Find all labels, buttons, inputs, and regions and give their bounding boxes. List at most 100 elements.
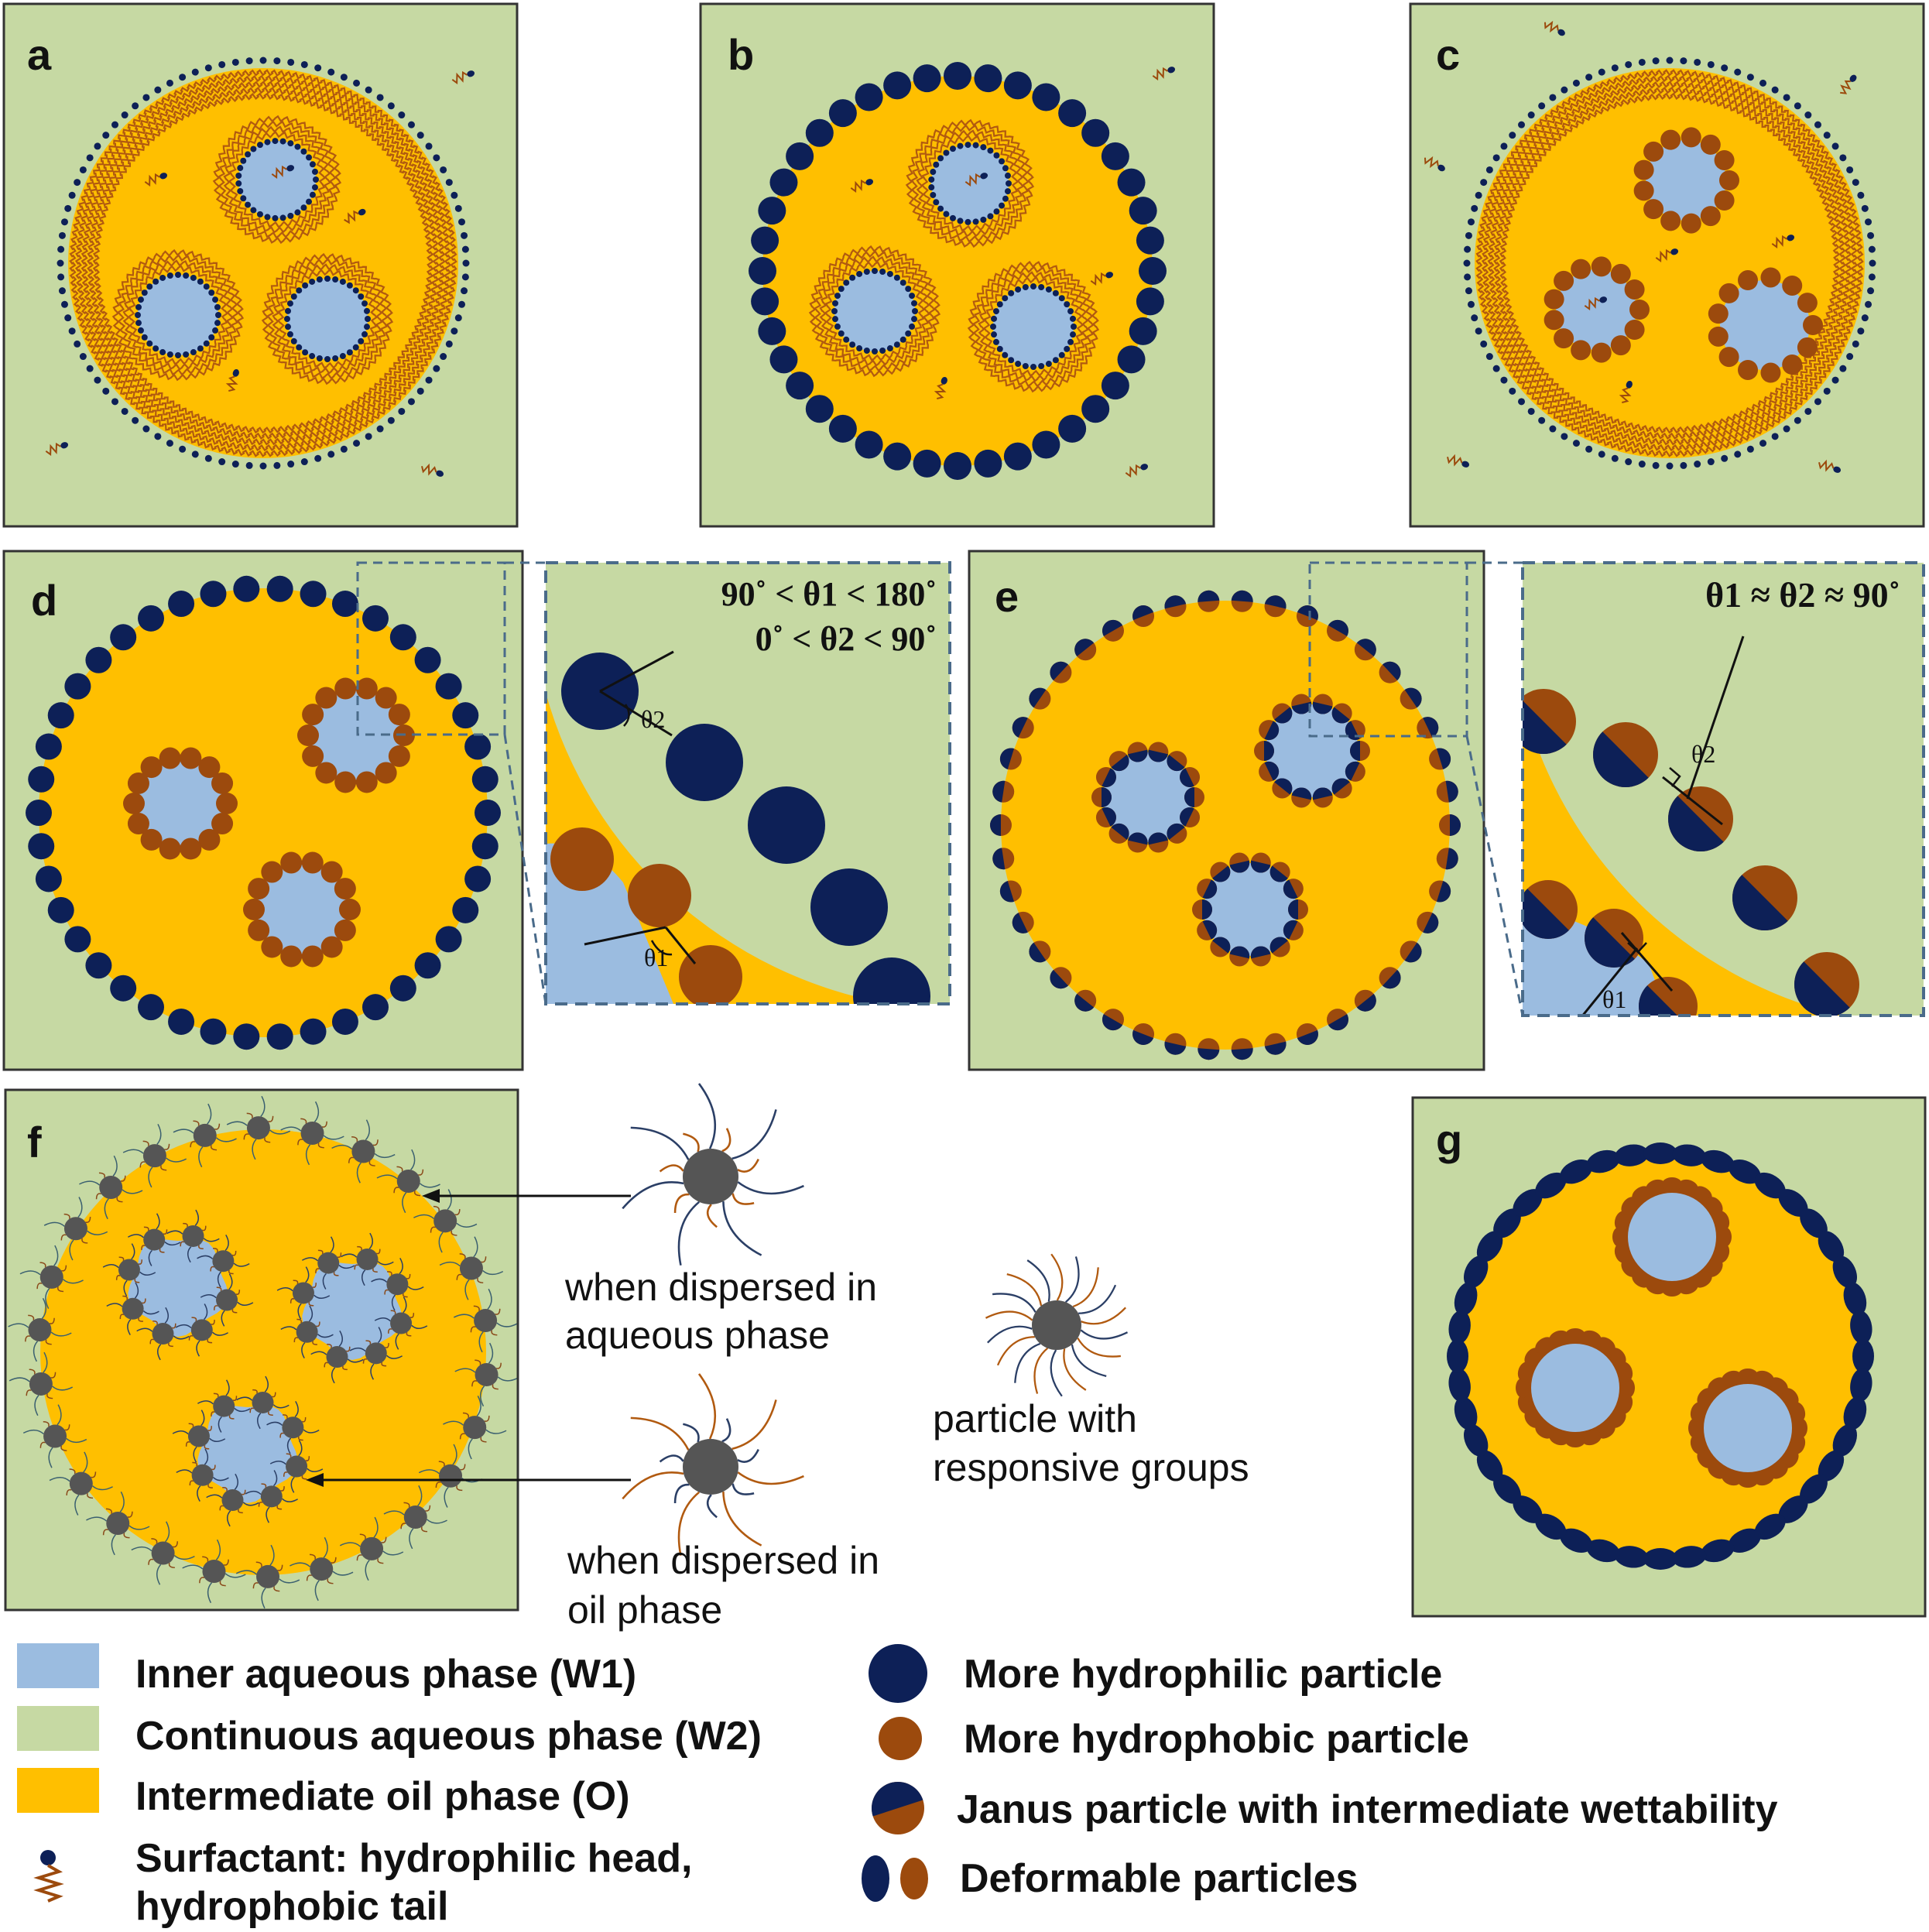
surfactant-head [407,398,415,406]
responsive-particle [173,1103,237,1168]
janus-particle [1102,619,1124,642]
responsive-particle [376,1149,440,1214]
deformable-hydrophobic-particle [1794,1418,1807,1438]
inner-droplets-hydrophobic-particles [123,677,415,968]
surfactant-head [1485,166,1493,173]
responsive-particle [9,1351,74,1416]
surfactant-head [461,245,469,253]
deformable-hydrophobic-particle [1618,1362,1633,1382]
hydrophilic-particle [769,345,798,374]
surfactant-head [245,151,252,158]
surfactant-molecule [1424,156,1445,172]
surfactant-head [1561,86,1568,94]
responsive-particle [290,1536,354,1601]
surfactant-head [94,142,101,150]
janus-particle [1291,787,1312,808]
surfactant-head [987,213,994,220]
deformable-hydrophilic-particle [1643,1142,1677,1164]
hydrophilic-particle [751,287,779,316]
surfactant-head [1004,172,1011,179]
surfactant-head [1831,376,1839,384]
aqueous-caption-line2: aqueous phase [565,1314,830,1357]
free-surfactants [1424,20,1857,473]
deformable-hydrophilic-particle [1800,1474,1828,1504]
hydrophilic-particle [414,646,441,673]
hydrophobic-particle [1554,328,1574,349]
surfactant-head [159,349,166,356]
deformable-hydrophilic-particle [1476,1231,1503,1262]
deformable-hydrophilic-particle [1800,1208,1828,1238]
deformable-hydrophobic-particle [1614,1211,1629,1231]
surfactant-head [259,462,267,470]
hydrophilic-particle [1117,345,1146,374]
hydrophilic-particle [944,62,971,90]
hydrophobic-particle [1591,342,1612,363]
surfactant-layer-outer [1463,57,1876,470]
surfactant-head [352,344,359,351]
surfactant-head [1585,445,1593,453]
hydrophobic-particle [1624,279,1645,300]
surfactant-head [843,279,850,286]
surfactant-molecule [964,173,988,187]
surfactant-head [1518,398,1526,406]
surfactant-head [416,387,424,395]
hydrophobic-particle [1633,159,1654,180]
surfactant-head [1058,351,1065,358]
surfactant-head [306,154,313,161]
surfactant-head [1070,331,1077,338]
surfactant-head [316,355,323,362]
responsive-particle [128,1213,181,1266]
hydrophilic-particle [1136,287,1164,316]
hydrophobic-particle [320,936,343,958]
hydrophilic-particle [883,442,912,471]
surfactant-head [250,207,257,214]
surfactant-tails [808,245,941,378]
surfactant-head [1538,102,1546,110]
surfactant-head [296,287,303,294]
responsive-particle [341,1232,394,1286]
responsive-particle [136,1307,190,1361]
surfactant-head [264,214,271,221]
surfactant-head [365,433,372,440]
janus-particle [1231,1038,1253,1060]
surfactant-head [407,121,415,128]
surfactant-head [387,102,395,110]
hydrophilic-particle [452,702,479,729]
hydrophilic-particle [974,449,1002,478]
surfactant-head [259,57,267,64]
hydrophilic-particle [331,591,358,618]
theta1-label: θ1 [1602,985,1626,1013]
surfactant-head [957,142,964,149]
surfactant-head [1475,191,1482,199]
surfactant-head [1666,57,1674,64]
hydrophilic-particle [855,83,883,111]
janus-particle [1417,911,1439,933]
responsive-particle [310,1330,364,1384]
janus-particle [1296,1023,1318,1045]
responsive-particle [454,1342,518,1407]
surfactant-head [937,205,944,212]
janus-particle [1593,722,1658,787]
surfactant-head [1549,425,1557,433]
janus-particle [1439,814,1461,836]
surfactant-head [1611,454,1619,462]
janus-particle [1192,899,1212,920]
surfactant-molecule [1818,459,1842,473]
surfactant-head [849,341,856,348]
inner-droplets-deformable-particles [1516,1177,1807,1488]
hydrophobic-particle [243,899,265,920]
surfactant-head [458,218,466,226]
surfactant-head [250,146,257,152]
janus-particle [1350,741,1370,761]
responsive-particle [339,1516,404,1581]
surfactant-head [454,314,462,322]
surfactant-head [1652,461,1660,469]
deformable-hydrophilic-particle [1586,1149,1620,1173]
deformable-hydrophobic-particle [1782,1450,1799,1468]
surfactant-head [1045,361,1052,368]
deformable-hydrophobic-particle [1565,1434,1585,1447]
hydrophilic-particle [138,605,164,632]
inner-droplets-hydrophobic-particles [1544,127,1823,383]
janus-particle [1331,703,1352,724]
surfactant-head [1823,132,1831,139]
